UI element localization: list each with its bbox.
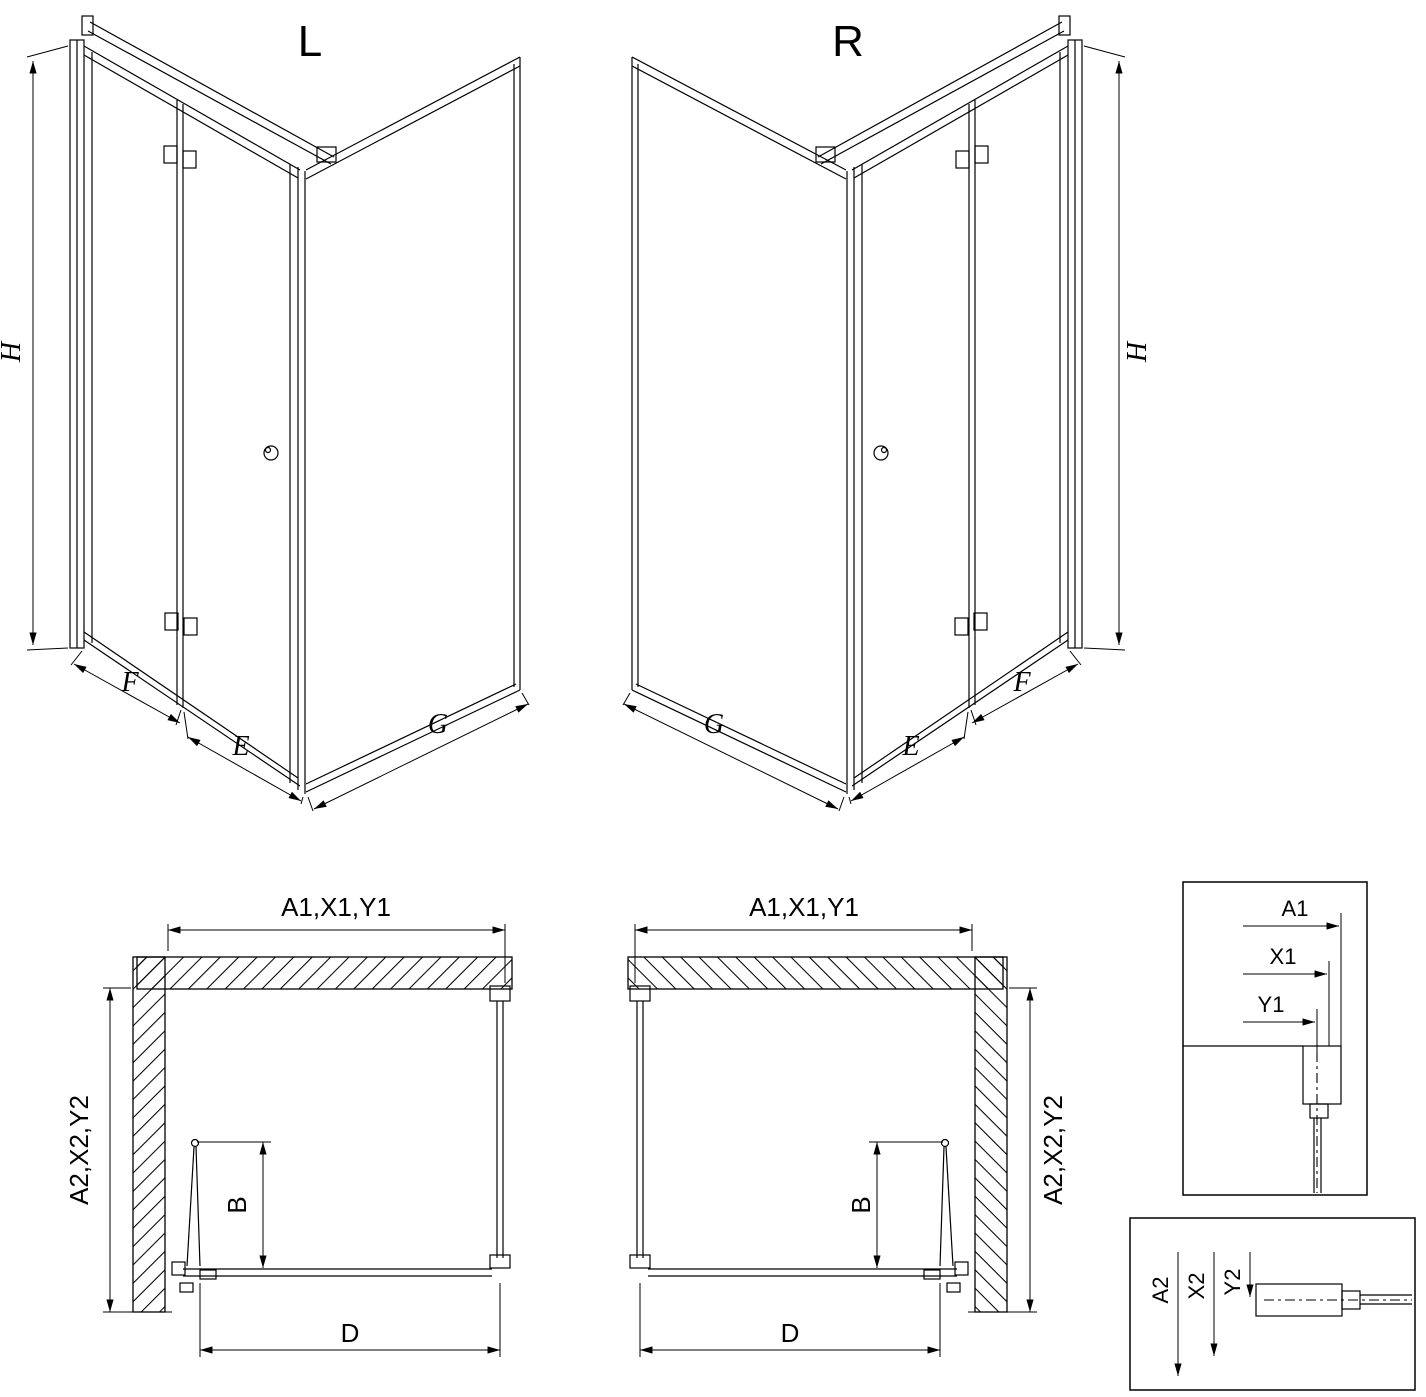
iso-view-left: L H F E G bbox=[0, 16, 529, 811]
view-label-left: L bbox=[298, 17, 322, 66]
wall-profile-section-vertical bbox=[1302, 1045, 1342, 1193]
dim-fixed-left: E bbox=[231, 731, 249, 762]
plan-right-front-width: D bbox=[781, 1318, 800, 1348]
dim-height-left: H bbox=[0, 340, 27, 363]
plan-left-front-width: D bbox=[341, 1318, 360, 1348]
plan-right-geometry bbox=[628, 924, 1037, 1357]
dim-side-right: G bbox=[704, 709, 724, 740]
detail-bottom-frame bbox=[1129, 1217, 1416, 1391]
detail-a1-label: A1 bbox=[1282, 896, 1309, 921]
detail-x2-label: X2 bbox=[1184, 1273, 1209, 1300]
iso-right-geometry bbox=[623, 16, 1125, 811]
detail-a2-label: A2 bbox=[1148, 1277, 1173, 1304]
detail-bottom-dimension-lines bbox=[1174, 1252, 1254, 1376]
view-label-right: R bbox=[832, 17, 864, 66]
plan-view-right: A1,X1,Y1 A2,X2,Y2 B D bbox=[628, 892, 1068, 1357]
iso-view-right: R H F E G bbox=[623, 16, 1153, 811]
dim-height-right: H bbox=[1122, 340, 1153, 363]
plan-left-top-width: A1,X1,Y1 bbox=[281, 892, 391, 922]
plan-view-left: A1,X1,Y1 A2,X2,Y2 B D bbox=[64, 892, 512, 1357]
plan-left-geometry bbox=[103, 924, 512, 1357]
detail-top-frame bbox=[1182, 881, 1368, 1196]
dim-fold-right: F bbox=[1012, 667, 1031, 698]
plan-left-side-depth: A2,X2,Y2 bbox=[64, 1095, 94, 1205]
plan-right-door-projection: B bbox=[846, 1196, 876, 1213]
detail-x1-label: X1 bbox=[1270, 944, 1297, 969]
detail-view-bottom: A2 X2 Y2 bbox=[1129, 1217, 1416, 1391]
detail-y2-label: Y2 bbox=[1220, 1269, 1245, 1296]
plan-right-top-width: A1,X1,Y1 bbox=[749, 892, 859, 922]
detail-view-top: A1 X1 Y1 bbox=[1182, 881, 1368, 1196]
iso-left-geometry bbox=[27, 16, 529, 811]
plan-left-door-projection: B bbox=[222, 1196, 252, 1213]
wall-profile-section-horizontal bbox=[1255, 1283, 1412, 1317]
dim-side-left: G bbox=[428, 709, 448, 740]
detail-y1-label: Y1 bbox=[1258, 992, 1285, 1017]
detail-top-dimension-lines bbox=[1243, 913, 1342, 1052]
dim-fixed-right: E bbox=[901, 731, 919, 762]
dim-fold-left: F bbox=[120, 667, 139, 698]
plan-right-side-depth: A2,X2,Y2 bbox=[1038, 1095, 1068, 1205]
